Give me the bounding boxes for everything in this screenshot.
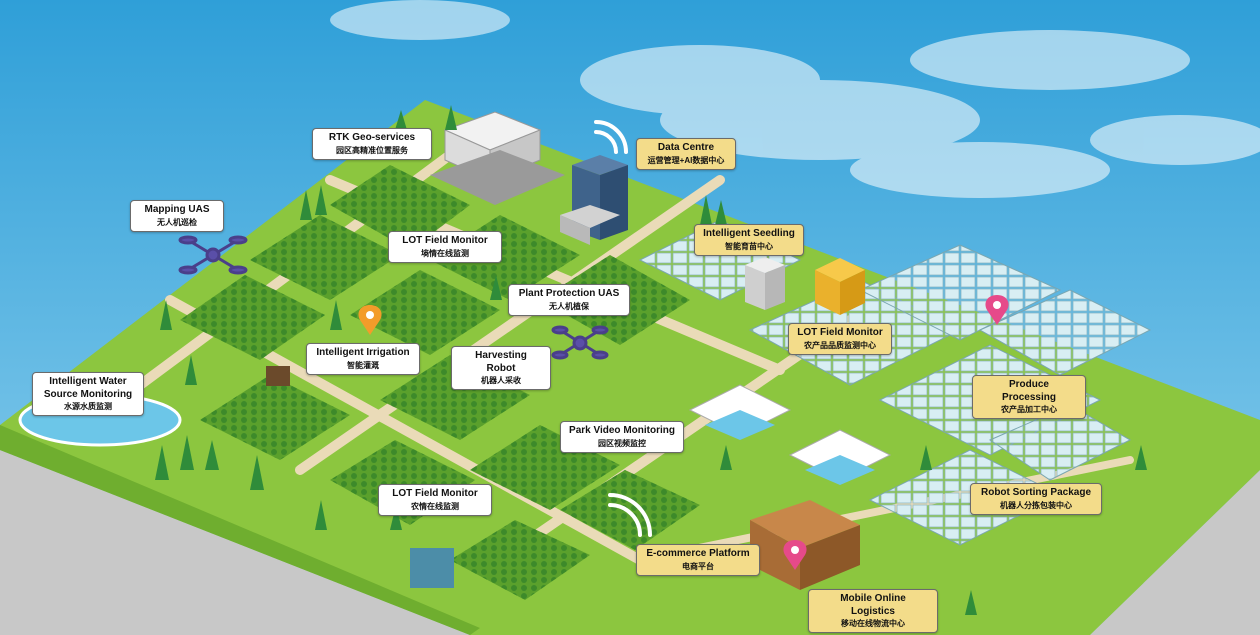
- label-rtk-geo-services: RTK Geo-services 园区高精准位置服务: [312, 128, 432, 160]
- label-en: Mobile Online Logistics: [840, 593, 906, 617]
- label-en: Intelligent Seedling: [703, 228, 795, 239]
- label-zh: 机器人分拣包装中心: [1000, 500, 1072, 510]
- label-mapping-uas: Mapping UAS 无人机巡检: [130, 200, 224, 232]
- map-pin-icon: [358, 295, 1009, 570]
- label-intelligent-irrigation: Intelligent Irrigation 智能灌溉: [306, 343, 420, 375]
- label-en: Robot Sorting Package: [980, 487, 1091, 498]
- hydroponic-pools: [688, 384, 892, 485]
- label-zh: 无人机巡检: [157, 217, 197, 227]
- label-park-video-monitoring: Park Video Monitoring 园区视频监控: [560, 421, 684, 453]
- label-zh: 运营管理+AI数据中心: [647, 155, 725, 165]
- label-lot-field-monitor-quality: LOT Field Monitor 农产品品质监测中心: [788, 323, 892, 355]
- plant-protection-drone: [551, 325, 609, 360]
- label-en: Produce Processing: [1002, 379, 1056, 403]
- label-en: LOT Field Monitor: [797, 327, 883, 338]
- label-zh: 农情在线监测: [411, 501, 459, 511]
- label-zh: 电商平台: [682, 561, 714, 571]
- buildings: [266, 111, 865, 590]
- label-zh: 水源水质监测: [64, 402, 112, 411]
- label-en: RTK Geo-services: [328, 132, 416, 143]
- label-en: Plant Protection UAS: [518, 288, 620, 299]
- clouds: [330, 0, 1260, 198]
- label-lot-field-monitor-agri: LOT Field Monitor 农情在线监测: [378, 484, 492, 516]
- label-plant-protection-uas: Plant Protection UAS 无人机植保: [508, 284, 630, 316]
- label-en: LOT Field Monitor: [402, 235, 488, 246]
- trees: [155, 105, 1147, 615]
- label-zh: 智能灌溉: [347, 360, 379, 370]
- label-lot-field-monitor-soil: LOT Field Monitor 墒情在线监测: [388, 231, 502, 263]
- label-en: LOT Field Monitor: [392, 488, 478, 499]
- label-en: Intelligent Water Source Monitoring: [43, 376, 133, 400]
- label-zh: 墒情在线监测: [421, 248, 469, 258]
- label-zh: 移动在线物流中心: [841, 619, 905, 628]
- label-e-commerce-platform: E-commerce Platform 电商平台: [636, 544, 760, 576]
- wifi-icon: [594, 120, 652, 537]
- label-en: Data Centre: [657, 142, 715, 153]
- mapping-drone: [178, 235, 248, 275]
- label-en: Park Video Monitoring: [569, 425, 675, 436]
- label-zh: 无人机植保: [549, 301, 589, 311]
- label-intelligent-water-source-monitoring: Intelligent Water Source Monitoring 水源水质…: [32, 372, 144, 416]
- label-zh: 机器人采收: [481, 376, 521, 385]
- label-zh: 农产品加工中心: [1001, 405, 1057, 414]
- label-en: Harvesting Robot: [475, 350, 527, 374]
- label-en: Intelligent Irrigation: [316, 347, 410, 358]
- label-data-centre: Data Centre 运营管理+AI数据中心: [636, 138, 736, 170]
- label-intelligent-seedling: Intelligent Seedling 智能育苗中心: [694, 224, 804, 256]
- label-zh: 智能育苗中心: [725, 241, 773, 251]
- label-zh: 园区视频监控: [598, 438, 646, 448]
- label-robot-sorting-package: Robot Sorting Package 机器人分拣包装中心: [970, 483, 1102, 515]
- label-en: E-commerce Platform: [646, 548, 750, 559]
- label-en: Mapping UAS: [144, 204, 210, 215]
- label-zh: 农产品品质监测中心: [804, 340, 876, 350]
- ground-base: [0, 450, 1260, 635]
- label-mobile-online-logistics: Mobile Online Logistics 移动在线物流中心: [808, 589, 938, 633]
- platform-edge: [0, 425, 480, 635]
- label-zh: 园区高精准位置服务: [336, 145, 408, 155]
- label-harvesting-robot: Harvesting Robot 机器人采收: [451, 346, 551, 390]
- label-produce-processing: Produce Processing 农产品加工中心: [972, 375, 1086, 419]
